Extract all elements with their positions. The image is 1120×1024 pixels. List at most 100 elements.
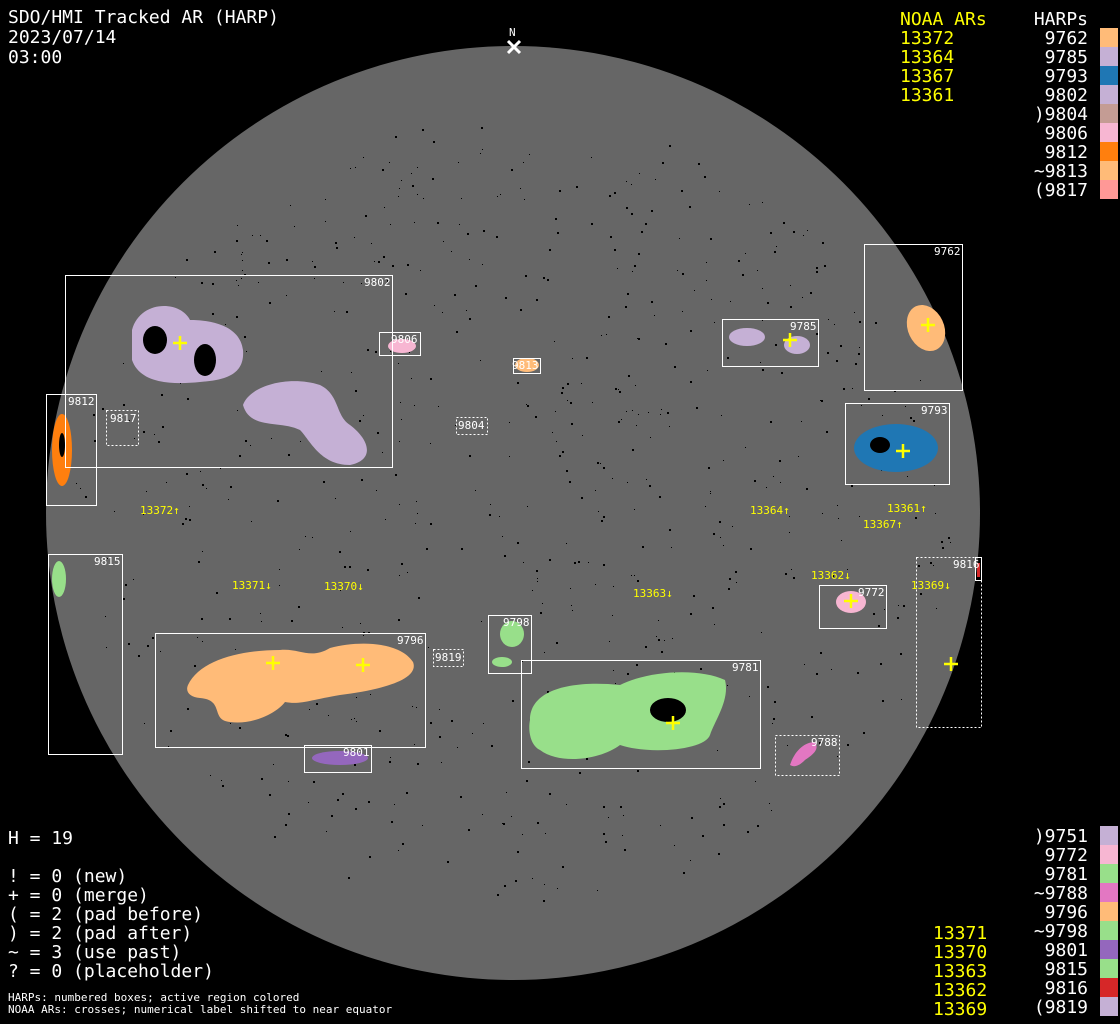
harp-box-9816-pad[interactable] [916, 557, 982, 728]
speck [776, 246, 777, 247]
harp-box-9802[interactable] [65, 275, 393, 468]
speck [238, 285, 239, 286]
noaa-cross-icon[interactable] [173, 336, 187, 350]
harp-box-9816[interactable] [975, 557, 982, 581]
region-9801 [312, 751, 368, 765]
speck [529, 154, 530, 155]
noaa-cross-icon[interactable] [666, 716, 680, 730]
harp-box-9819[interactable] [433, 649, 464, 667]
noaa-label[interactable]: 13363↓ [633, 587, 673, 600]
noaa-label[interactable]: 13367↑ [863, 518, 903, 531]
speck [382, 169, 384, 171]
speck [500, 194, 501, 195]
speck [417, 513, 418, 514]
speck [123, 404, 125, 406]
harp-box-9772[interactable] [819, 585, 887, 629]
speck [405, 293, 407, 295]
harp-item: 9802 [1044, 85, 1088, 106]
harp-box-9785[interactable] [722, 319, 819, 367]
speck [638, 414, 639, 415]
speck [85, 496, 87, 498]
speck [414, 641, 415, 642]
speck [447, 861, 449, 863]
speck [727, 357, 729, 359]
speck [369, 856, 371, 858]
harp-box-9762[interactable] [864, 244, 963, 391]
speck [603, 806, 605, 808]
speck [728, 588, 730, 590]
speck [838, 518, 839, 519]
speck [398, 619, 400, 621]
speck [609, 195, 611, 197]
noaa-label[interactable]: 13361↑ [887, 502, 927, 515]
speck [559, 455, 561, 457]
speck [114, 511, 115, 512]
speck [475, 490, 476, 491]
region-9781 [529, 672, 727, 760]
noaa-cross-icon[interactable] [896, 444, 910, 458]
speck [608, 817, 609, 818]
speck [536, 570, 538, 572]
speck [636, 664, 638, 666]
speck [884, 609, 885, 610]
noaa-cross-icon[interactable] [921, 318, 935, 332]
harp-box-9793[interactable] [845, 403, 950, 485]
speck [714, 322, 715, 323]
harp-box-9812[interactable] [46, 394, 97, 506]
harp-item: 9812 [1044, 142, 1088, 163]
noaa-item: 13372 [900, 28, 955, 49]
speck [325, 199, 326, 200]
speck [612, 478, 613, 479]
harp-box-9796[interactable] [155, 633, 426, 748]
speck [537, 581, 538, 582]
speck [241, 254, 242, 255]
speck [361, 479, 363, 481]
speck [379, 730, 381, 732]
speck [785, 573, 787, 575]
footnote-line: HARPs: numbered boxes; active region col… [8, 991, 300, 1004]
speck [704, 176, 706, 178]
speck [832, 575, 834, 577]
harp-box-9815[interactable] [48, 554, 123, 755]
harp-box-9781[interactable] [521, 660, 761, 769]
speck [627, 482, 628, 483]
harp-box-9798[interactable] [488, 615, 532, 674]
speck [187, 708, 189, 710]
speck [774, 701, 776, 703]
speck [655, 179, 656, 180]
noaa-cross-icon[interactable] [266, 656, 280, 670]
speck [143, 514, 144, 515]
noaa-cross-icon[interactable] [356, 658, 370, 672]
harp-item: 9816 [1044, 978, 1088, 999]
speck [713, 533, 715, 535]
speck [660, 825, 661, 826]
harp-box-9806[interactable] [379, 332, 421, 356]
noaa-item: 13369 [933, 999, 988, 1020]
noaa-label[interactable]: 13370↓ [324, 580, 364, 593]
speck [717, 750, 718, 751]
harp-box-9817[interactable] [106, 410, 139, 446]
speck [631, 213, 633, 215]
speck [875, 322, 877, 324]
speck [387, 280, 389, 282]
noaa-label[interactable]: 13362↓ [811, 569, 851, 582]
speck [828, 319, 829, 320]
speck [627, 293, 629, 295]
noaa-cross-icon[interactable] [783, 333, 797, 347]
speck [918, 565, 920, 567]
speck [340, 590, 341, 591]
noaa-label[interactable]: 13369↓ [911, 579, 951, 592]
harp-box-9801[interactable] [304, 745, 372, 773]
speck [242, 252, 243, 253]
noaa-cross-icon[interactable] [844, 594, 858, 608]
speck [941, 541, 943, 543]
noaa-cross-icon[interactable] [944, 657, 958, 671]
noaa-label[interactable]: 13371↓ [232, 579, 272, 592]
speck [661, 409, 662, 410]
harp-box-9813[interactable] [513, 358, 541, 374]
harp-box-9788[interactable] [775, 735, 840, 776]
speck [791, 569, 792, 570]
speck [793, 577, 795, 579]
noaa-label[interactable]: 13364↑ [750, 504, 790, 517]
noaa-label[interactable]: 13372↑ [140, 504, 180, 517]
